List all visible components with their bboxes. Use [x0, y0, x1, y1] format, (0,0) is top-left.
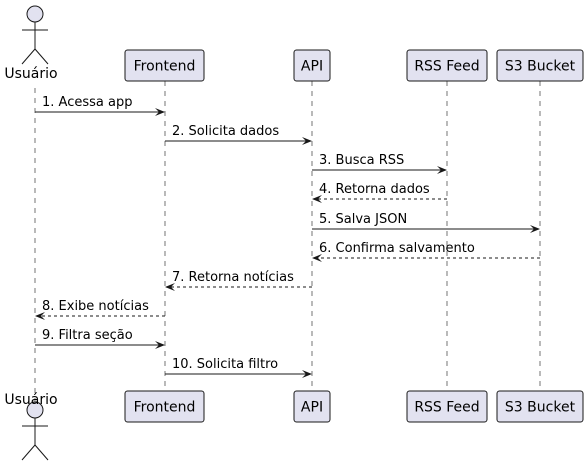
participant-label: Frontend	[134, 400, 196, 416]
arrowhead-icon	[437, 166, 447, 174]
message-label: 7. Retorna notícias	[172, 270, 294, 285]
participant-rss-bottom: RSS Feed	[406, 390, 488, 423]
stick-figure-icon	[21, 5, 49, 65]
message-6-confirma-salvamento: 6. Confirma salvamento	[312, 241, 540, 262]
participant-frontend-top: Frontend	[124, 49, 205, 82]
participant-box	[124, 49, 205, 82]
participant-api-top: API	[293, 49, 331, 82]
message-8-exibe-noticias: 8. Exibe notícias	[35, 299, 165, 320]
participant-s3-top: S3 Bucket	[496, 49, 584, 82]
participant-label: API	[301, 59, 323, 75]
participant-s3-bottom: S3 Bucket	[496, 390, 584, 423]
participant-rss-top: RSS Feed	[406, 49, 488, 82]
participant-box	[293, 49, 331, 82]
arrowhead-icon	[312, 254, 322, 262]
actor-user-bottom: Usuário	[4, 392, 58, 461]
participant-box	[496, 49, 584, 82]
message-label: 3. Busca RSS	[319, 153, 404, 168]
message-label: 1. Acessa app	[42, 95, 132, 110]
actor-user-top: Usuário	[4, 5, 58, 82]
participant-label: RSS Feed	[414, 400, 479, 416]
participant-label: RSS Feed	[414, 59, 479, 75]
arrowhead-icon	[530, 225, 540, 233]
arrowhead-icon	[155, 341, 165, 349]
message-1-acessa-app: 1. Acessa app	[35, 95, 165, 116]
participant-label: Frontend	[134, 59, 196, 75]
message-label: 8. Exibe notícias	[42, 299, 149, 314]
participant-label: Usuário	[4, 66, 57, 82]
message-9-filtra-secao: 9. Filtra seção	[35, 328, 165, 349]
participant-label: Usuário	[4, 392, 57, 408]
message-label: 6. Confirma salvamento	[319, 241, 475, 256]
message-10-solicita-filtro: 10. Solicita filtro	[165, 357, 312, 378]
participant-box	[406, 390, 488, 423]
participant-box	[406, 49, 488, 82]
messages: 1. Acessa app 2. Solicita dados 3. Busca R…	[35, 95, 540, 378]
message-label: 4. Retorna dados	[319, 182, 430, 197]
lifelines	[34, 81, 541, 404]
arrowhead-icon	[302, 370, 312, 378]
message-label: 2. Solicita dados	[172, 124, 279, 139]
arrowhead-icon	[165, 283, 175, 291]
arrowhead-icon	[312, 195, 322, 203]
arrowhead-icon	[155, 108, 165, 116]
participant-box	[124, 390, 205, 423]
arrowhead-icon	[302, 137, 312, 145]
participant-heads-top: Usuário Frontend API RSS Feed S3 Bucket	[4, 5, 584, 82]
message-label: 5. Salva JSON	[319, 212, 407, 227]
stick-figure-icon	[21, 401, 49, 461]
participant-box	[496, 390, 584, 423]
participant-api-bottom: API	[293, 390, 331, 423]
participant-label: API	[301, 400, 323, 416]
message-7-retorna-noticias: 7. Retorna notícias	[165, 270, 312, 291]
arrowhead-icon	[35, 312, 45, 320]
message-4-retorna-dados: 4. Retorna dados	[312, 182, 447, 203]
participant-label: S3 Bucket	[505, 59, 576, 75]
participant-box	[293, 390, 331, 423]
message-label: 9. Filtra seção	[42, 328, 133, 343]
message-2-solicita-dados: 2. Solicita dados	[165, 124, 312, 145]
message-3-busca-rss: 3. Busca RSS	[312, 153, 447, 174]
participant-label: S3 Bucket	[505, 400, 576, 416]
message-label: 10. Solicita filtro	[172, 357, 278, 372]
participant-frontend-bottom: Frontend	[124, 390, 205, 423]
message-5-salva-json: 5. Salva JSON	[312, 212, 540, 233]
